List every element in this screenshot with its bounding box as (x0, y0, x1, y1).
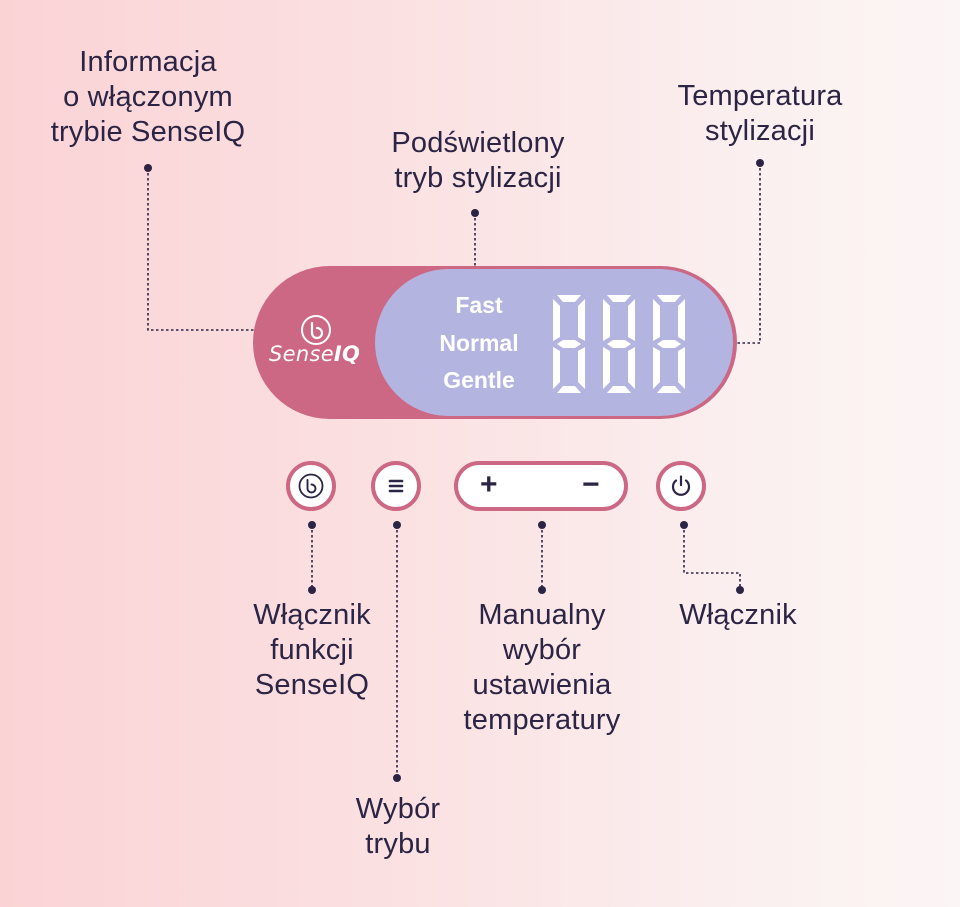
minus-button[interactable]: − (582, 468, 600, 501)
brand-iq: IQ (333, 342, 361, 366)
senseiq-brand: SenseIQ (269, 342, 360, 366)
digit-1 (553, 295, 585, 393)
digit-2 (603, 295, 635, 393)
menu-icon (388, 479, 404, 493)
temperature-stepper[interactable]: + − (454, 461, 628, 511)
senseiq-indicator-icon (301, 315, 331, 345)
device-display: SenseIQ Fast Normal Gentle (253, 266, 737, 419)
mode-button[interactable] (371, 461, 421, 511)
senseiq-icon (298, 473, 324, 499)
senseiq-button[interactable] (286, 461, 336, 511)
display-panel: Fast Normal Gentle (375, 269, 733, 416)
brand-sense: Sense (269, 342, 334, 366)
mode-gentle: Gentle (443, 367, 515, 393)
label-senseiq-switch: Włącznik funkcji SenseIQ (253, 599, 371, 701)
label-senseiq-info: Informacja o włączonym trybie SenseIQ (50, 46, 246, 148)
power-button[interactable] (656, 461, 706, 511)
mode-normal: Normal (439, 330, 519, 356)
label-highlighted-mode: Podświetlony tryb stylizacji (391, 127, 565, 194)
label-manual-temperature: Manualny wybór ustawienia temperatury (463, 599, 621, 736)
mode-fast: Fast (455, 292, 503, 318)
digit-3 (653, 295, 685, 393)
temperature-digits (553, 295, 685, 393)
label-power: Włącznik (679, 599, 797, 631)
label-mode-select: Wybór trybu (355, 793, 441, 860)
plus-button[interactable]: + (480, 468, 498, 501)
power-icon (671, 475, 691, 496)
label-temperature: Temperatura stylizacji (677, 80, 843, 147)
